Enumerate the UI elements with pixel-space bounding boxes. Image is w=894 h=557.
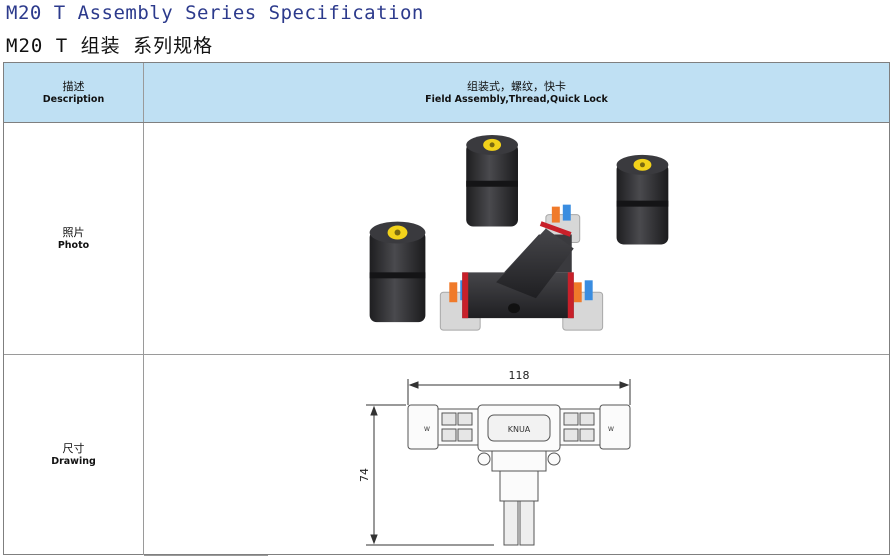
table-header-row: 描述 Description 组装式，螺纹，快卡 Field Assembly,…: [4, 63, 889, 123]
spec-table: 描述 Description 组装式，螺纹，快卡 Field Assembly,…: [3, 62, 890, 556]
width-dimension: [407, 379, 631, 405]
product-photo-image: [369, 134, 669, 331]
width-dimension-label: 118: [509, 369, 530, 382]
header-description-cell: 描述 Description: [4, 63, 144, 122]
header-type-cell: 组装式，螺纹，快卡 Field Assembly,Thread,Quick Lo…: [144, 63, 889, 122]
header-description-cn: 描述: [62, 79, 85, 93]
page-title-chinese: M20 T 组装 系列规格: [6, 35, 214, 57]
photo-label-cell: 照片 Photo: [4, 123, 144, 354]
bottom-divider: [144, 555, 268, 556]
header-type-en: Field Assembly,Thread,Quick Lock: [425, 93, 608, 105]
connector-outline: [407, 404, 631, 546]
drawing-cell: 118 74: [144, 355, 889, 555]
header-description-en: Description: [42, 93, 105, 105]
header-type-cn: 组装式，螺纹，快卡: [467, 79, 566, 93]
logo-mark: KNUA: [508, 425, 531, 434]
cap-mark-right: W: [608, 426, 614, 433]
drawing-label-cell: 尺寸 Drawing: [4, 355, 144, 555]
page-title-english: M20 T Assembly Series Specification: [6, 2, 424, 24]
photo-label-en: Photo: [57, 239, 90, 251]
cap-mark-left: W: [424, 426, 430, 433]
drawing-label-cn: 尺寸: [62, 442, 85, 455]
photo-cell: [144, 123, 889, 354]
height-dimension: [366, 404, 494, 546]
cap-left: [369, 221, 426, 323]
photo-row: 照片 Photo: [4, 123, 889, 355]
drawing-row: 尺寸 Drawing 118: [4, 355, 889, 556]
drawing-label-en: Drawing: [51, 456, 96, 467]
cap-top-right: [616, 154, 669, 245]
height-dimension-label: 74: [358, 468, 371, 482]
technical-drawing: 118 74: [358, 369, 631, 546]
photo-label-cn: 照片: [62, 225, 85, 239]
t-connector-body: [439, 204, 604, 331]
cap-top-center: [466, 134, 518, 227]
